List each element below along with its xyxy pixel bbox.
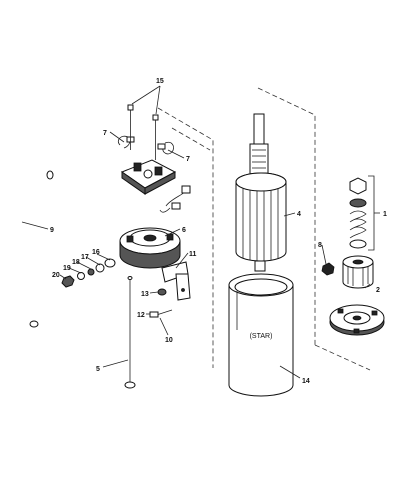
housing-part: (STAR) bbox=[228, 273, 294, 397]
brush-holder-plate bbox=[120, 159, 177, 195]
callout-12: 12 bbox=[137, 312, 145, 319]
callout-7a: 7 bbox=[103, 130, 107, 137]
terminal-hardware-part bbox=[61, 258, 116, 288]
callout-10: 10 bbox=[165, 337, 173, 344]
brush-spring-part bbox=[117, 135, 174, 155]
leader-lines bbox=[21, 85, 380, 379]
callout-1: 1 bbox=[383, 211, 387, 218]
callout-15: 15 bbox=[156, 78, 164, 85]
drive-assembly-part bbox=[349, 177, 367, 249]
nut-part bbox=[321, 262, 335, 276]
callout-11: 11 bbox=[189, 251, 197, 258]
assembly-dashed-lines bbox=[157, 87, 371, 371]
cable-part bbox=[18, 170, 54, 328]
pinion-gear-part bbox=[342, 255, 374, 289]
housing-label: (STAR) bbox=[250, 333, 273, 340]
bracket-screw-part bbox=[149, 288, 173, 318]
through-bolt-part bbox=[124, 276, 136, 389]
brush-lead-part bbox=[159, 185, 191, 213]
callout-14: 14 bbox=[302, 378, 310, 385]
callout-13: 13 bbox=[141, 291, 149, 298]
callout-18: 18 bbox=[72, 259, 80, 266]
callout-4: 4 bbox=[297, 211, 301, 218]
end-frame-part bbox=[119, 227, 181, 269]
callout-20: 20 bbox=[52, 272, 60, 279]
screw-part bbox=[127, 104, 159, 160]
callout-labels: 1 2 4 5 6 7 7 8 9 10 11 12 13 14 15 16 1… bbox=[50, 78, 387, 385]
callout-17: 17 bbox=[81, 254, 89, 261]
armature-part bbox=[235, 113, 287, 272]
callout-6: 6 bbox=[182, 227, 186, 234]
callout-19: 19 bbox=[63, 265, 71, 272]
callout-8: 8 bbox=[318, 242, 322, 249]
bracket-part bbox=[161, 261, 191, 301]
callout-2: 2 bbox=[376, 287, 380, 294]
callout-16: 16 bbox=[92, 249, 100, 256]
callout-7b: 7 bbox=[186, 156, 190, 163]
callout-5: 5 bbox=[96, 366, 100, 373]
callout-9: 9 bbox=[50, 227, 54, 234]
drive-end-frame-part bbox=[329, 304, 385, 336]
